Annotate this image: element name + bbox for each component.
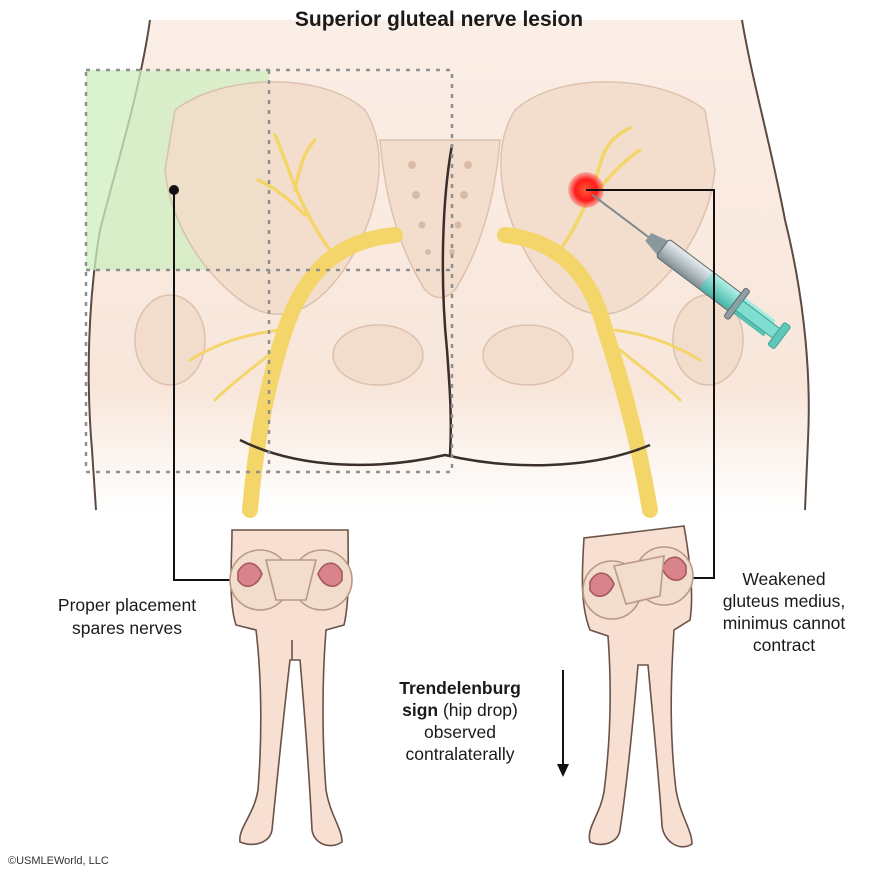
label-bold: Trendelenburg: [399, 678, 521, 698]
label-line: Weakened: [742, 569, 826, 589]
superior-gluteal-nerve-left: [256, 133, 332, 252]
leader-lines: [169, 185, 715, 581]
sciatic-nerve-right: [497, 227, 658, 518]
syringe: [591, 194, 791, 349]
label-line: Proper placement: [57, 595, 197, 615]
label-line: observed: [424, 722, 496, 742]
leader-right: [586, 189, 715, 579]
label-line: spares nerves: [72, 618, 182, 638]
leader-left: [173, 190, 232, 581]
label-line: gluteus medius,: [722, 591, 846, 611]
sacrum: [379, 139, 501, 299]
figure-hip-drop: [581, 525, 694, 848]
quadrant-grid: [84, 68, 454, 474]
label-line: minimus cannot: [722, 613, 846, 633]
hip-drop-arrow: [557, 670, 569, 777]
label-proper-placement: Proper placement spares nerves: [22, 594, 232, 640]
sciatic-nerve-left: [242, 227, 403, 518]
label-weakened-muscles: Weakened gluteus medius, minimus cannot …: [690, 568, 878, 656]
label-bold: sign: [402, 700, 439, 720]
syringe-hub: [645, 232, 669, 255]
label-trendelenburg-sign: Trendelenburg sign (hip drop) observed c…: [355, 677, 565, 765]
syringe-needle: [591, 194, 651, 239]
inferior-gluteal-branches-right: [613, 328, 702, 402]
gluteal-cleft: [441, 144, 454, 456]
label-line: contract: [752, 635, 816, 655]
sacral-foramina: [408, 161, 472, 255]
syringe-plunger-cap: [767, 322, 791, 349]
pelvis-main-view: [84, 19, 810, 518]
torso-outline-right: [741, 19, 810, 511]
nerves: [188, 126, 702, 518]
diagram-title: Superior gluteal nerve lesion: [294, 8, 584, 31]
copyright: ©USMLEWorld, LLC: [8, 855, 109, 867]
label-line: contralaterally: [405, 744, 515, 764]
gluteal-crease: [239, 438, 651, 467]
label-text: (hip drop): [438, 700, 518, 720]
figure-normal: [229, 529, 353, 847]
